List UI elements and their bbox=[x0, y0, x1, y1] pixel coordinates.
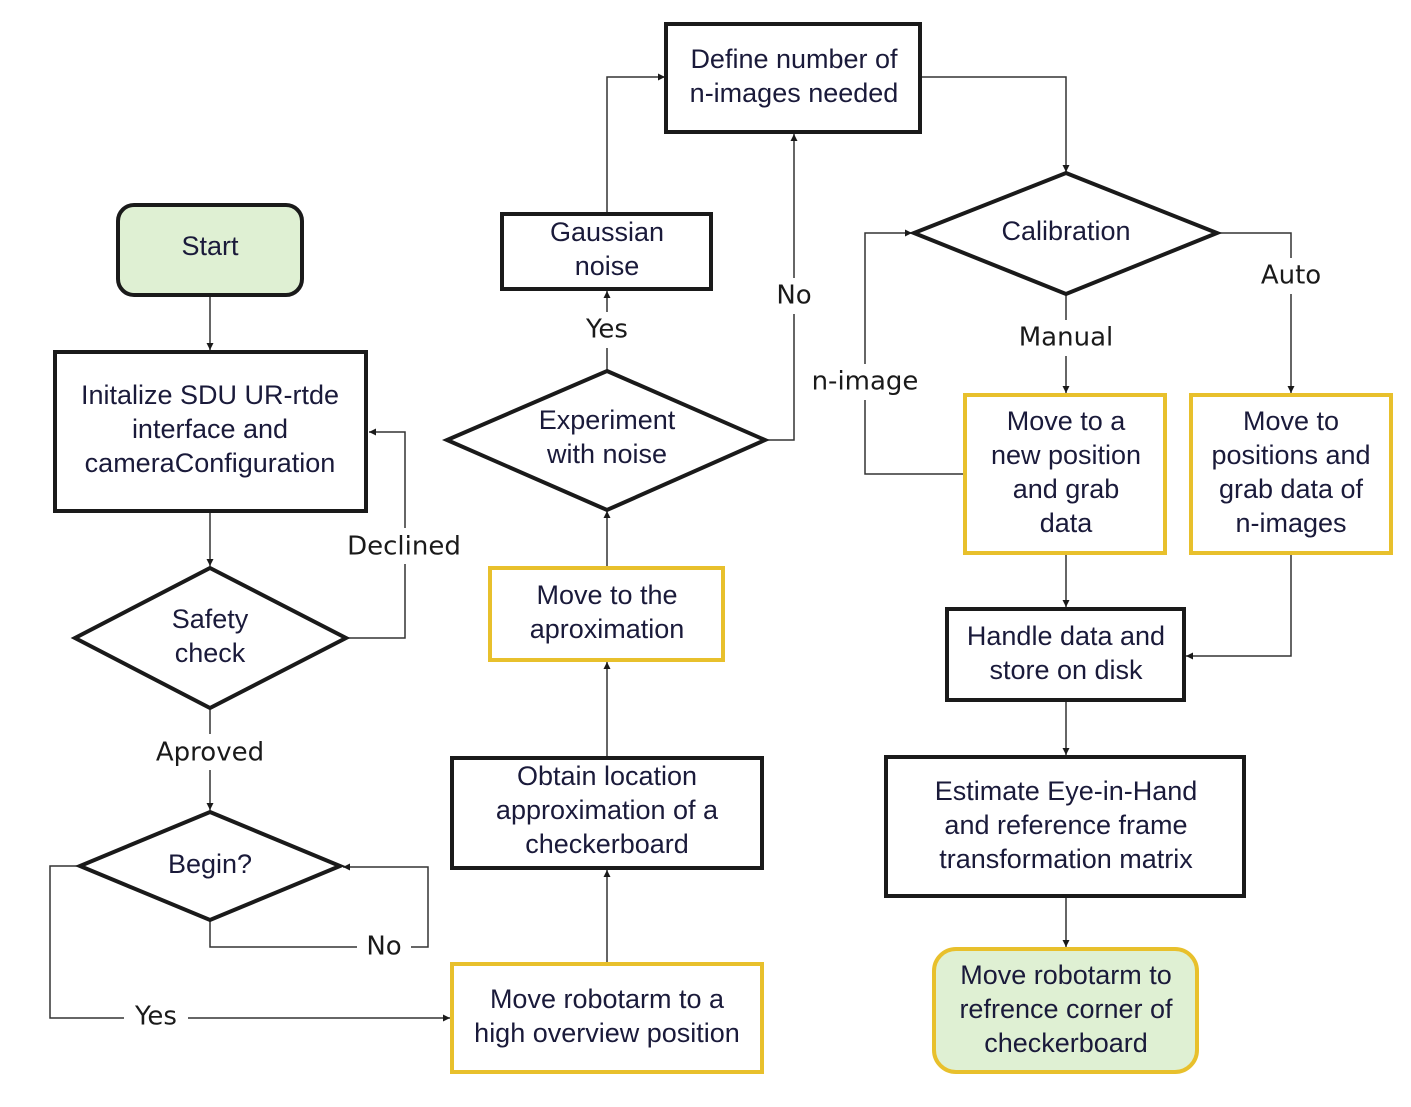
edge-auto-to-handle bbox=[1186, 554, 1292, 660]
label-manual: Manual bbox=[1019, 323, 1113, 353]
obtain-location-line-1: Obtain location bbox=[517, 761, 697, 791]
handle-data-node: Handle data and store on disk bbox=[945, 607, 1186, 702]
move-new-position-line-1: Move to a bbox=[1007, 406, 1127, 436]
obtain-location-line-2: approximation of a bbox=[496, 795, 719, 825]
estimate-line-1: Estimate Eye-in-Hand bbox=[935, 776, 1198, 806]
gaussian-noise-line-2: noise bbox=[575, 251, 640, 281]
define-n-images-line-2: n-images needed bbox=[690, 78, 899, 108]
gaussian-noise-node: Gaussian noise bbox=[500, 212, 713, 291]
label-begin-no: No bbox=[366, 932, 401, 962]
define-n-images-node: Define number of n-images needed bbox=[664, 22, 922, 134]
end-line-2: refrence corner of bbox=[959, 994, 1173, 1024]
begin-node: Begin? bbox=[74, 809, 346, 923]
move-new-position-node: Move to a new position and grab data bbox=[963, 393, 1167, 555]
end-line-3: checkerboard bbox=[984, 1028, 1148, 1058]
obtain-location-line-3: checkerboard bbox=[525, 829, 689, 859]
experiment-noise-line-2: with noise bbox=[546, 439, 667, 469]
edge-n-image-loop bbox=[864, 229, 964, 475]
move-new-position-line-4: data bbox=[1040, 508, 1094, 538]
initialize-node: Initalize SDU UR-rtde interface and came… bbox=[53, 350, 368, 513]
initialize-line-1: Initalize SDU UR-rtde bbox=[81, 380, 339, 410]
begin-label: Begin? bbox=[168, 849, 252, 879]
calibration-label: Calibration bbox=[1001, 216, 1130, 246]
label-aproved: Aproved bbox=[156, 738, 264, 768]
edge-define-to-calibration bbox=[921, 76, 1070, 172]
safety-check-line-1: Safety bbox=[172, 604, 249, 634]
estimate-node: Estimate Eye-in-Hand and reference frame… bbox=[884, 755, 1246, 898]
safety-check-node: Safety check bbox=[70, 565, 351, 711]
label-auto: Auto bbox=[1261, 261, 1321, 291]
experiment-noise-line-1: Experiment bbox=[539, 405, 676, 435]
edge-begin-yes bbox=[49, 865, 450, 1022]
estimate-line-3: transformation matrix bbox=[939, 844, 1193, 874]
move-positions-auto-node: Move to positions and grab data of n-ima… bbox=[1189, 393, 1393, 555]
initialize-line-2: interface and bbox=[132, 414, 288, 444]
move-new-position-line-2: new position bbox=[991, 440, 1141, 470]
initialize-line-3: cameraConfiguration bbox=[85, 448, 336, 478]
handle-data-line-1: Handle data and bbox=[967, 621, 1165, 651]
edge-calibration-auto bbox=[1218, 232, 1295, 393]
move-approximation-line-1: Move to the bbox=[536, 580, 677, 610]
start-label: Start bbox=[181, 231, 239, 261]
move-approximation-line-2: aproximation bbox=[530, 614, 685, 644]
move-approximation-node: Move to the aproximation bbox=[488, 566, 725, 662]
move-high-overview-line-1: Move robotarm to a bbox=[490, 984, 725, 1014]
edge-gaussian-to-define bbox=[606, 73, 665, 212]
move-positions-auto-line-2: positions and bbox=[1211, 440, 1370, 470]
label-declined: Declined bbox=[347, 532, 461, 562]
move-high-overview-line-2: high overview position bbox=[474, 1018, 740, 1048]
edge-begin-no bbox=[209, 863, 429, 948]
edge-experiment-no bbox=[767, 134, 798, 441]
safety-check-line-2: check bbox=[175, 638, 246, 668]
gaussian-noise-line-1: Gaussian bbox=[550, 217, 664, 247]
handle-data-line-2: store on disk bbox=[989, 655, 1143, 685]
move-positions-auto-line-4: n-images bbox=[1235, 508, 1346, 538]
label-n-image: n-image bbox=[812, 367, 919, 397]
move-new-position-line-3: and grab bbox=[1013, 474, 1120, 504]
experiment-noise-node: Experiment with noise bbox=[441, 368, 770, 513]
move-positions-auto-line-3: grab data of bbox=[1219, 474, 1364, 504]
estimate-line-2: and reference frame bbox=[944, 810, 1187, 840]
move-high-overview-node: Move robotarm to a high overview positio… bbox=[450, 962, 764, 1074]
label-noise-no: No bbox=[776, 281, 811, 311]
start-node: Start bbox=[116, 203, 304, 297]
label-noise-yes: Yes bbox=[585, 315, 628, 345]
edge-labels: Declined Aproved No Yes Yes No Manual Au… bbox=[124, 258, 1333, 1035]
obtain-location-node: Obtain location approximation of a check… bbox=[450, 756, 764, 870]
define-n-images-line-1: Define number of bbox=[690, 44, 898, 74]
end-line-1: Move robotarm to bbox=[960, 960, 1172, 990]
move-positions-auto-line-1: Move to bbox=[1243, 406, 1339, 436]
end-node: Move robotarm to refrence corner of chec… bbox=[932, 947, 1199, 1074]
label-begin-yes: Yes bbox=[134, 1002, 177, 1032]
calibration-node: Calibration bbox=[908, 170, 1223, 297]
